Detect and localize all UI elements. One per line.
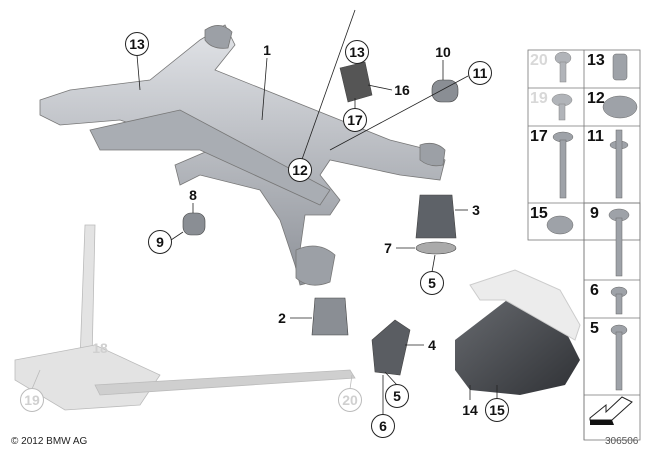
grid-label-6: 6 — [590, 282, 599, 299]
bolt-11-icon — [609, 129, 629, 199]
nut-13-icon — [612, 53, 628, 81]
thrust-plate-strut — [14, 224, 356, 411]
callout-5: 5 — [385, 384, 409, 408]
washer-7 — [415, 241, 457, 255]
callout-11: 11 — [468, 61, 492, 85]
callout-6: 6 — [371, 414, 395, 438]
nut-12-icon — [602, 95, 638, 119]
screw-20-icon — [554, 51, 572, 83]
grid-label-9: 9 — [590, 205, 599, 222]
bolt-17-icon — [552, 131, 574, 199]
callout-15: 15 — [485, 398, 509, 422]
grid-label-15: 15 — [530, 205, 548, 222]
callout-20: 20 — [338, 388, 362, 412]
screw-19-icon — [551, 93, 573, 121]
rear-axle-subframe — [39, 24, 446, 286]
callout-4: 4 — [428, 337, 436, 353]
callout-3: 3 — [472, 202, 480, 218]
callout-2: 2 — [278, 310, 286, 326]
callout-13: 13 — [125, 32, 149, 56]
fasteners-grid — [527, 49, 641, 441]
callout-5: 5 — [420, 271, 444, 295]
callout-18: 18 — [92, 340, 108, 356]
callout-17: 17 — [343, 108, 367, 132]
callout-16: 16 — [394, 82, 410, 98]
leader-lines — [31, 9, 498, 415]
bolt-6-icon — [610, 286, 628, 315]
callout-14: 14 — [462, 402, 478, 418]
bushing-9 — [182, 212, 206, 236]
bushing-10 — [431, 79, 459, 103]
callout-7: 7 — [384, 240, 392, 256]
callout-19: 19 — [20, 388, 44, 412]
direction-arrow-icon — [589, 396, 633, 425]
diagram-number: 306506 — [605, 436, 639, 447]
grid-label-13: 13 — [587, 52, 605, 69]
callout-12: 12 — [288, 158, 312, 182]
grid-label-19: 19 — [530, 90, 548, 107]
rubber-mount-2 — [311, 297, 349, 336]
control-arm — [469, 269, 581, 341]
bracket-4 — [371, 319, 411, 376]
rubber-mount-3 — [415, 194, 457, 239]
callout-13: 13 — [345, 40, 369, 64]
nut-15-icon — [546, 215, 574, 235]
copyright: © 2012 BMW AG — [11, 436, 88, 447]
callout-1: 1 — [263, 42, 271, 58]
grid-label-17: 17 — [530, 128, 548, 145]
callout-8: 8 — [189, 187, 197, 203]
bushing-16 — [339, 61, 373, 103]
grid-label-20: 20 — [530, 52, 548, 69]
bolt-5-icon — [610, 324, 628, 391]
callout-9: 9 — [148, 230, 172, 254]
bolt-9-icon — [608, 208, 630, 277]
grid-label-11: 11 — [587, 128, 604, 145]
grid-label-5: 5 — [590, 320, 599, 337]
callout-10: 10 — [435, 44, 451, 60]
grid-label-12: 12 — [587, 90, 605, 107]
